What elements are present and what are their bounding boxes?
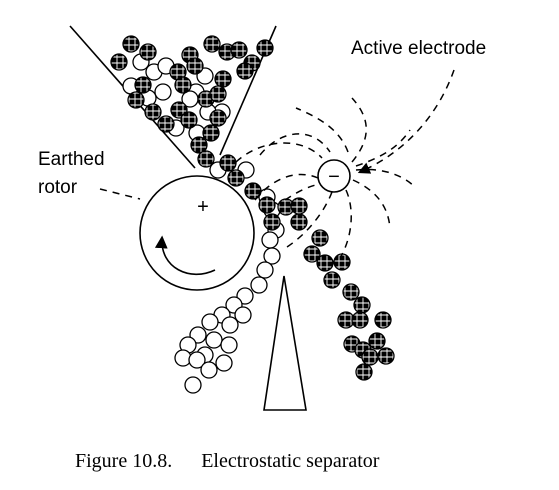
conductive-particle [374, 311, 392, 329]
conductive-particle [368, 332, 386, 350]
conductive-particle [209, 85, 227, 103]
non-conductive-particle [188, 351, 206, 369]
conductive-particle [256, 39, 274, 57]
conductive-particle [139, 43, 157, 61]
non-conductive-particle [234, 306, 252, 324]
particles [110, 35, 395, 394]
conductive-particle [186, 57, 204, 75]
conductive-particle [174, 76, 192, 94]
electrode-minus-sign: − [328, 166, 340, 188]
conductive-particle [361, 348, 379, 366]
conductive-particle [190, 136, 208, 154]
earthed-rotor-label-line1: Earthed [38, 149, 105, 170]
non-conductive-particle [205, 331, 223, 349]
earthed-rotor-label-line2: rotor [38, 177, 78, 198]
conductive-particle [323, 271, 341, 289]
conductive-particle [122, 35, 140, 53]
conductive-particle [353, 296, 371, 314]
conductive-particle [236, 62, 254, 80]
earthed-rotor: + [139, 175, 255, 291]
conductive-particle [290, 197, 308, 215]
splitter-wedge [263, 275, 307, 411]
figure-caption: Figure 10.8. Electrostatic separator [75, 450, 380, 472]
rotor-plus-sign: + [197, 196, 209, 218]
conductive-particle [355, 363, 373, 381]
conductive-particle [197, 150, 215, 168]
non-conductive-particle [200, 361, 218, 379]
conductive-particle [219, 154, 237, 172]
non-conductive-particle [263, 247, 281, 265]
conductive-particle [303, 245, 321, 263]
conductive-particle [333, 253, 351, 271]
conductive-particle [227, 169, 245, 187]
conductive-particle [290, 213, 308, 231]
active-electrode-label: Active electrode [351, 38, 486, 59]
conductive-particle [342, 283, 360, 301]
conductive-particle [230, 41, 248, 59]
conductive-particle [110, 53, 128, 71]
conductive-particle [144, 103, 162, 121]
rotation-arrow-icon [154, 235, 216, 275]
conductive-particle [214, 70, 232, 88]
conductive-particle [351, 311, 369, 329]
non-conductive-particle [201, 313, 219, 331]
figure-title: Electrostatic separator [201, 450, 380, 472]
conductive-particle [244, 182, 262, 200]
conductive-particle [134, 76, 152, 94]
conductive-particle [127, 91, 145, 109]
figure-number: Figure 10.8. [75, 450, 172, 472]
conductive-particle [180, 111, 198, 129]
non-conductive-particle [220, 336, 238, 354]
non-conductive-particle [250, 276, 268, 294]
conductive-particle [258, 196, 276, 214]
non-conductive-particle [221, 316, 239, 334]
electric-field-lines [235, 97, 415, 259]
conductive-particle [377, 347, 395, 365]
non-conductive-particle [256, 261, 274, 279]
non-conductive-particle [154, 83, 172, 101]
non-conductive-particle [215, 354, 233, 372]
conductive-particle [203, 35, 221, 53]
conductive-particle [263, 213, 281, 231]
leader-lines [99, 69, 455, 200]
conductive-particle [202, 124, 220, 142]
non-conductive-particle [261, 231, 279, 249]
active-electrode: − [317, 159, 351, 193]
conductive-particle [157, 115, 175, 133]
conductive-particle [311, 229, 329, 247]
non-conductive-particle [184, 376, 202, 394]
conductive-particle [316, 254, 334, 272]
conductive-particle [209, 109, 227, 127]
